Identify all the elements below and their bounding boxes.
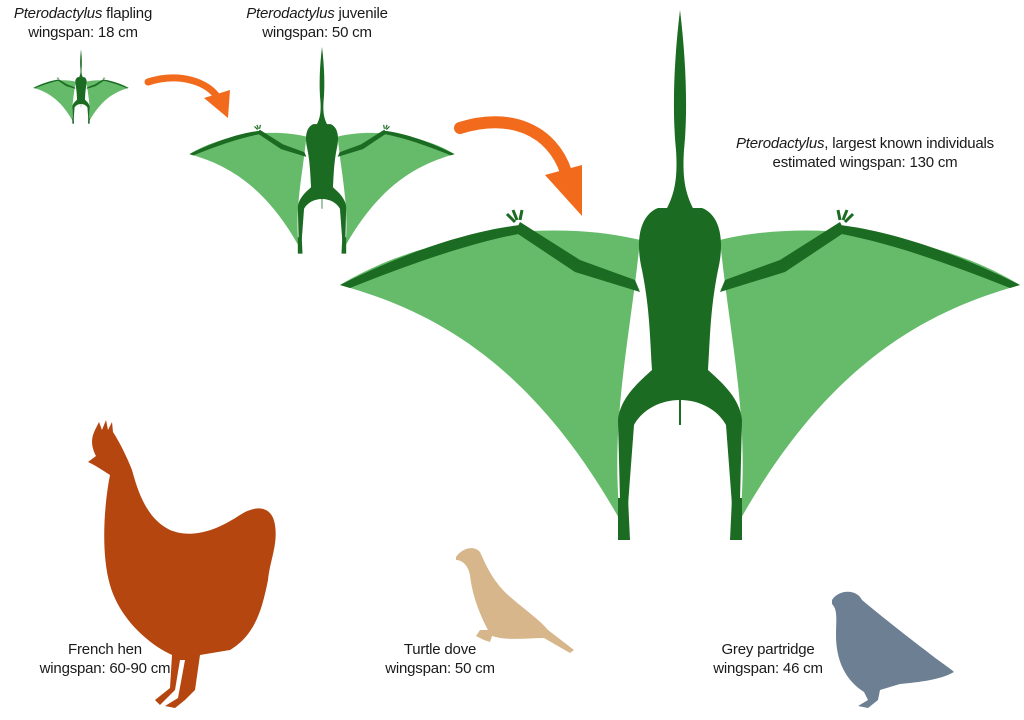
- grey-partridge-silhouette: [832, 591, 954, 708]
- pterodactylus-flapling-silhouette: [33, 49, 129, 124]
- growth-arrow-icon: [454, 116, 582, 216]
- partridge-wingspan: wingspan: 46 cm: [713, 660, 823, 677]
- adult-wingspan: estimated wingspan: 130 cm: [772, 154, 958, 171]
- hen-name: French hen: [68, 641, 142, 658]
- dove-wingspan: wingspan: 50 cm: [385, 660, 495, 677]
- flapling-label: Pterodactylus flapling wingspan: 18 cm: [4, 4, 162, 42]
- partridge-name: Grey partridge: [721, 641, 815, 658]
- pterodactylus-adult-silhouette: [338, 8, 1022, 542]
- juvenile-wingspan: wingspan: 50 cm: [262, 24, 372, 41]
- adult-species-name: Pterodactylus: [736, 135, 825, 152]
- juvenile-stage: juvenile: [334, 5, 388, 22]
- french-hen-silhouette: [88, 420, 276, 708]
- partridge-label: Grey partridge wingspan: 46 cm: [698, 640, 838, 678]
- flapling-wingspan: wingspan: 18 cm: [28, 24, 138, 41]
- pterodactylus-juvenile-silhouette: [188, 46, 456, 255]
- hen-wingspan: wingspan: 60-90 cm: [39, 660, 171, 677]
- turtle-dove-silhouette: [456, 548, 574, 653]
- adult-stage: , largest known individuals: [824, 135, 994, 152]
- hen-label: French hen wingspan: 60-90 cm: [30, 640, 180, 678]
- growth-arrow-icon: [144, 74, 230, 118]
- dove-name: Turtle dove: [403, 641, 477, 658]
- dove-label: Turtle dove wingspan: 50 cm: [375, 640, 505, 678]
- adult-label: Pterodactylus, largest known individuals…: [712, 134, 1018, 172]
- juvenile-label: Pterodactylus juvenile wingspan: 50 cm: [232, 4, 402, 42]
- flapling-species-name: Pterodactylus: [13, 5, 103, 22]
- juvenile-species-name: Pterodactylus: [246, 5, 335, 22]
- flapling-stage: flapling: [102, 5, 153, 22]
